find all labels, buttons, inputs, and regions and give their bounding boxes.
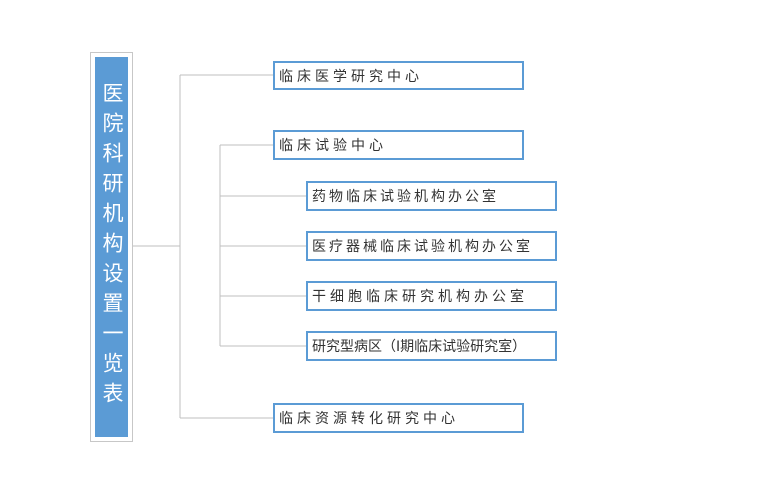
node-stem-cell-office: 干细胞临床研究机构办公室	[306, 281, 557, 311]
node-label: 临床试验中心	[279, 138, 387, 154]
node-research-ward: 研究型病区（Ⅰ期临床试验研究室）	[306, 331, 557, 361]
node-label: 医疗器械临床试验机构办公室	[312, 239, 533, 255]
node-clinical-trial-center: 临床试验中心	[273, 130, 524, 160]
node-label: 研究型病区（Ⅰ期临床试验研究室）	[312, 339, 527, 355]
node-clinical-medicine-research-center: 临床医学研究中心	[273, 61, 524, 90]
node-resource-transformation-center: 临床资源转化研究中心	[273, 403, 524, 433]
node-label: 药物临床试验机构办公室	[312, 189, 499, 205]
root-node: 医院科研机构设置一览表	[90, 52, 133, 442]
node-label: 临床医学研究中心	[279, 68, 423, 85]
node-drug-trial-office: 药物临床试验机构办公室	[306, 181, 557, 211]
node-label: 临床资源转化研究中心	[279, 411, 459, 427]
root-node-label: 医院科研机构设置一览表	[100, 82, 124, 412]
root-node-fill: 医院科研机构设置一览表	[95, 57, 128, 437]
node-label: 干细胞临床研究机构办公室	[312, 289, 528, 305]
node-device-trial-office: 医疗器械临床试验机构办公室	[306, 231, 557, 261]
